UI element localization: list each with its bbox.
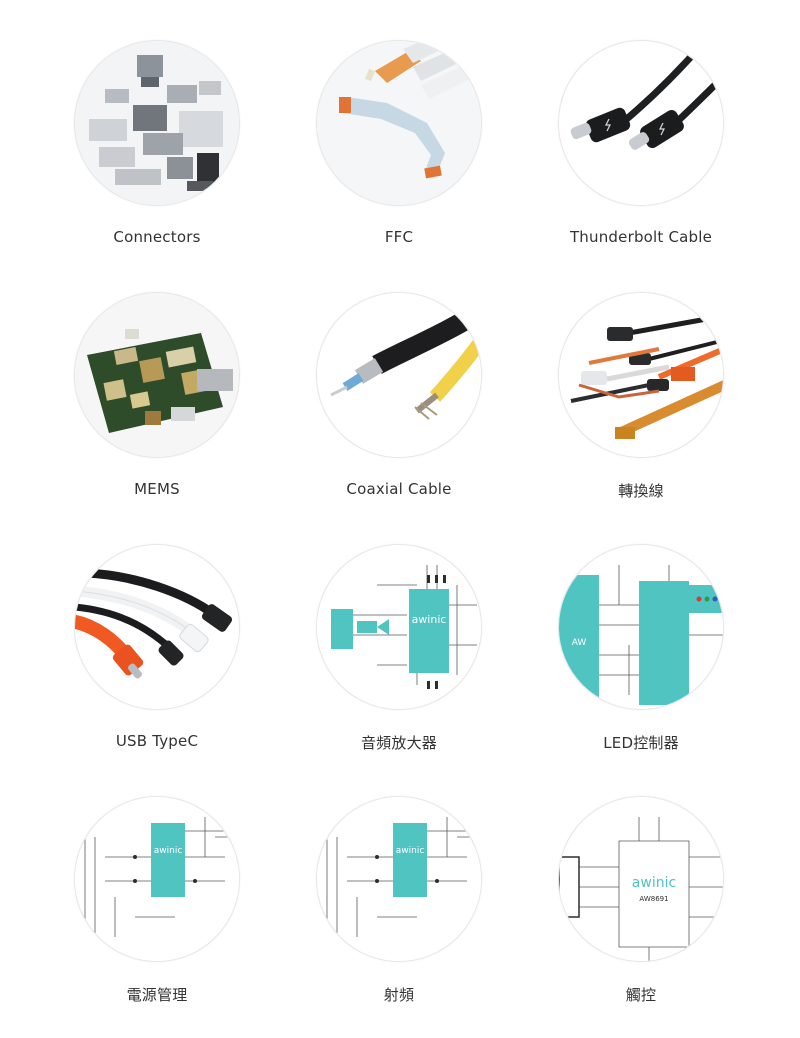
product-card-ffc[interactable]: FFC <box>299 40 499 246</box>
product-card-rf[interactable]: awinic 射頻 <box>299 796 499 1005</box>
adapter-cable-image <box>558 292 724 458</box>
chip-text: AW <box>572 638 587 648</box>
chip-text: awinic <box>412 613 447 626</box>
connectors-image <box>74 40 240 206</box>
product-label: FFC <box>384 228 414 246</box>
thunderbolt-cable-image <box>558 40 724 206</box>
product-label: Coaxial Cable <box>346 480 452 498</box>
chip-text: awinic <box>396 846 425 856</box>
product-card-adapter[interactable]: 轉換線 <box>541 292 741 501</box>
product-label: MEMS <box>134 480 180 498</box>
product-card-audio-amplifier[interactable]: awinic 音頻放大器 <box>299 544 499 753</box>
product-label: 音頻放大器 <box>360 734 437 752</box>
product-card-led-controller[interactable]: AW LED控制器 <box>541 544 741 753</box>
coaxial-cable-image <box>316 292 482 458</box>
ffc-image <box>316 40 482 206</box>
product-label: 射頻 <box>383 986 415 1004</box>
product-card-usb-typec[interactable]: USB TypeC <box>57 544 257 750</box>
audio-amplifier-image: awinic <box>316 544 482 710</box>
mems-image <box>74 292 240 458</box>
product-label: 轉換線 <box>618 482 664 500</box>
product-card-connectors[interactable]: Connectors <box>57 40 257 246</box>
chip-text: awinic <box>632 875 676 891</box>
product-card-thunderbolt[interactable]: Thunderbolt Cable <box>541 40 741 246</box>
chip-text: awinic <box>154 846 183 856</box>
product-label: 觸控 <box>625 986 657 1004</box>
product-label: LED控制器 <box>603 734 679 752</box>
product-card-power-management[interactable]: awinic 電源管理 <box>57 796 257 1005</box>
usb-typec-image <box>74 544 240 710</box>
power-management-image: awinic <box>74 796 240 962</box>
rf-image: awinic <box>316 796 482 962</box>
product-label: USB TypeC <box>115 732 199 750</box>
product-card-coaxial[interactable]: Coaxial Cable <box>299 292 499 498</box>
product-label: Thunderbolt Cable <box>569 228 713 246</box>
product-card-touch[interactable]: awinic AW8691 觸控 <box>541 796 741 1005</box>
product-label: 電源管理 <box>126 986 188 1004</box>
product-label: Connectors <box>113 228 201 246</box>
led-controller-image: AW <box>558 544 724 710</box>
chip-model: AW8691 <box>639 895 668 903</box>
product-card-mems[interactable]: MEMS <box>57 292 257 498</box>
touch-image: awinic AW8691 <box>558 796 724 962</box>
